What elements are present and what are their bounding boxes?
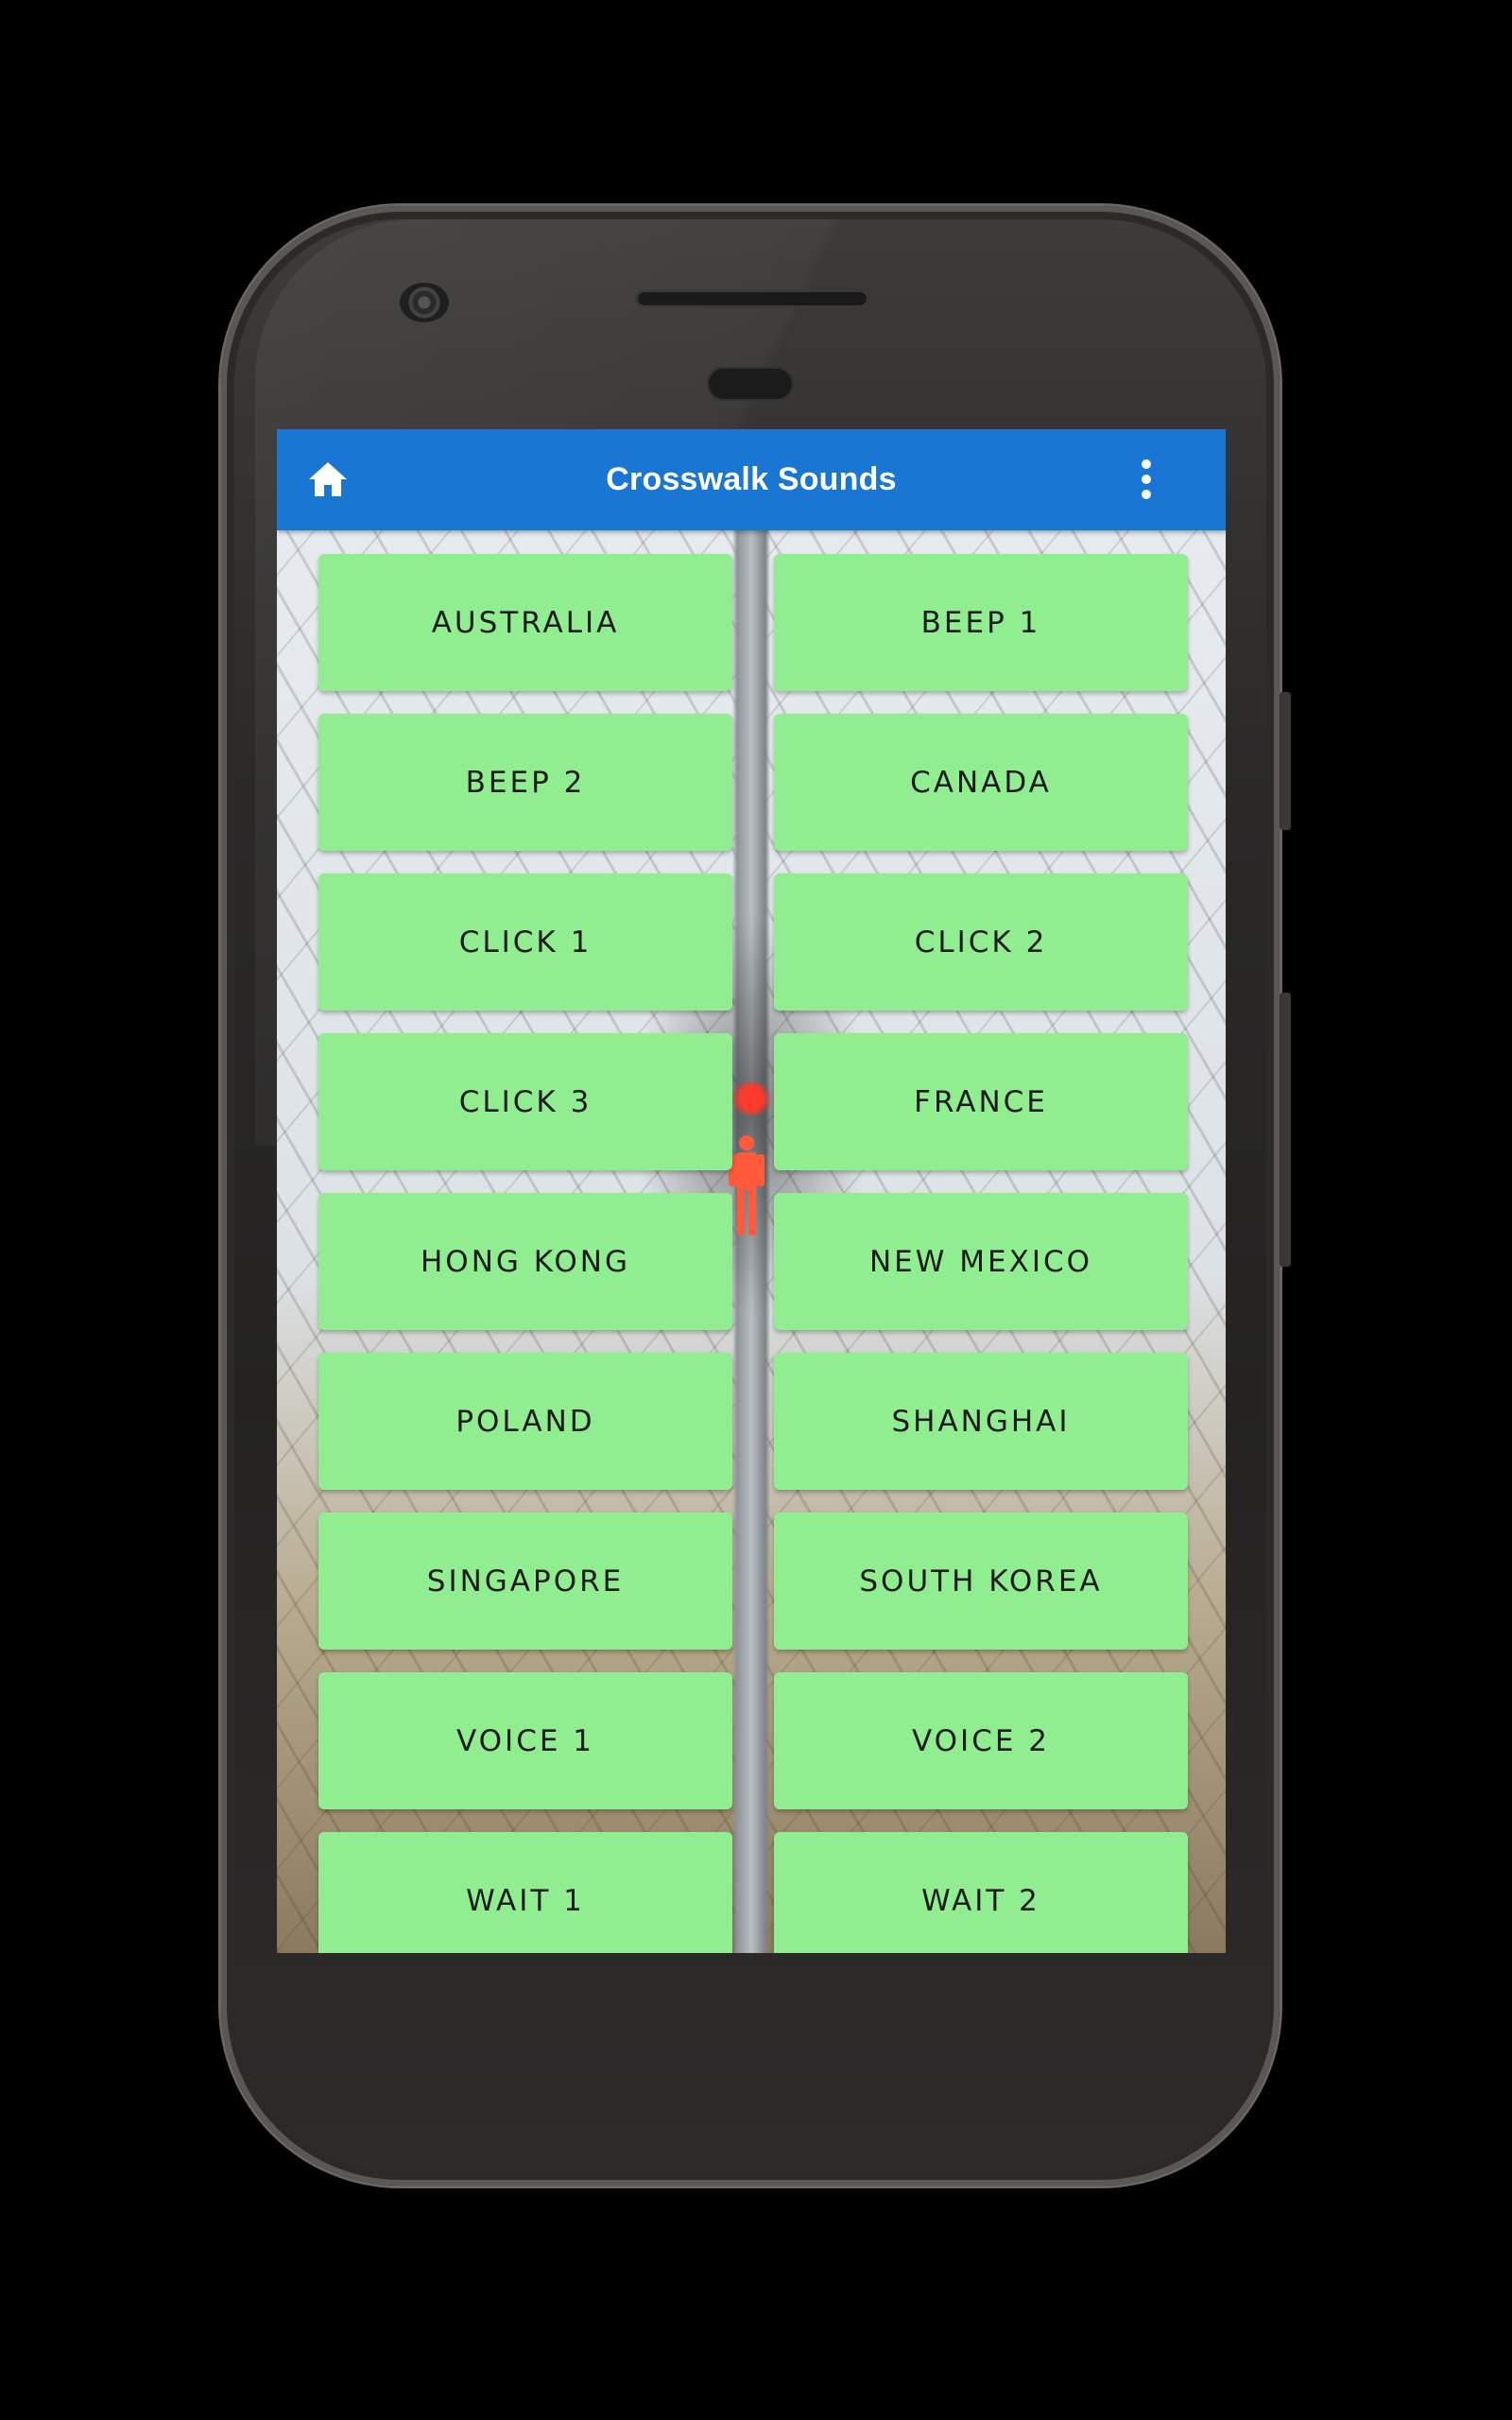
sound-button-beep-1[interactable]: BEEP 1 xyxy=(774,554,1188,691)
home-icon[interactable] xyxy=(307,460,349,498)
sound-button-poland[interactable]: POLAND xyxy=(318,1353,732,1490)
sound-button-australia[interactable]: AUSTRALIA xyxy=(318,554,732,691)
sound-button-south-korea[interactable]: SOUTH KOREA xyxy=(774,1512,1188,1650)
proximity-sensor xyxy=(707,367,794,401)
sound-button-wait-1[interactable]: WAIT 1 xyxy=(318,1832,732,1953)
earpiece-speaker xyxy=(635,289,869,308)
sound-button-wait-2[interactable]: WAIT 2 xyxy=(774,1832,1188,1953)
sound-button-click-2[interactable]: CLICK 2 xyxy=(774,873,1188,1011)
sound-button-canada[interactable]: CANADA xyxy=(774,714,1188,851)
sound-button-click-1[interactable]: CLICK 1 xyxy=(318,873,732,1011)
sound-button-new-mexico[interactable]: NEW MEXICO xyxy=(774,1193,1188,1330)
sound-button-grid: AUSTRALIA BEEP 1 BEEP 2 CANADA CLICK 1 C… xyxy=(318,554,1188,1953)
sound-button-hong-kong[interactable]: HONG KONG xyxy=(318,1193,732,1330)
sound-button-voice-1[interactable]: VOICE 1 xyxy=(318,1672,732,1809)
red-lamp-glow xyxy=(730,1081,772,1115)
app-screen: Crosswalk Sounds AUSTRALIA BEEP 1 BEEP 2… xyxy=(277,429,1226,1953)
more-vert-icon[interactable] xyxy=(1127,458,1165,501)
sound-button-click-3[interactable]: CLICK 3 xyxy=(318,1033,732,1170)
app-toolbar: Crosswalk Sounds xyxy=(277,429,1226,530)
volume-button xyxy=(1280,692,1291,830)
sound-button-singapore[interactable]: SINGAPORE xyxy=(318,1512,732,1650)
sound-button-beep-2[interactable]: BEEP 2 xyxy=(318,714,732,851)
page-title: Crosswalk Sounds xyxy=(606,461,897,497)
red-pedestrian-signal-icon xyxy=(729,1135,765,1236)
sound-button-voice-2[interactable]: VOICE 2 xyxy=(774,1672,1188,1809)
power-button xyxy=(1280,993,1291,1267)
sound-button-shanghai[interactable]: SHANGHAI xyxy=(774,1353,1188,1490)
sound-button-france[interactable]: FRANCE xyxy=(774,1033,1188,1170)
front-camera xyxy=(400,283,449,322)
